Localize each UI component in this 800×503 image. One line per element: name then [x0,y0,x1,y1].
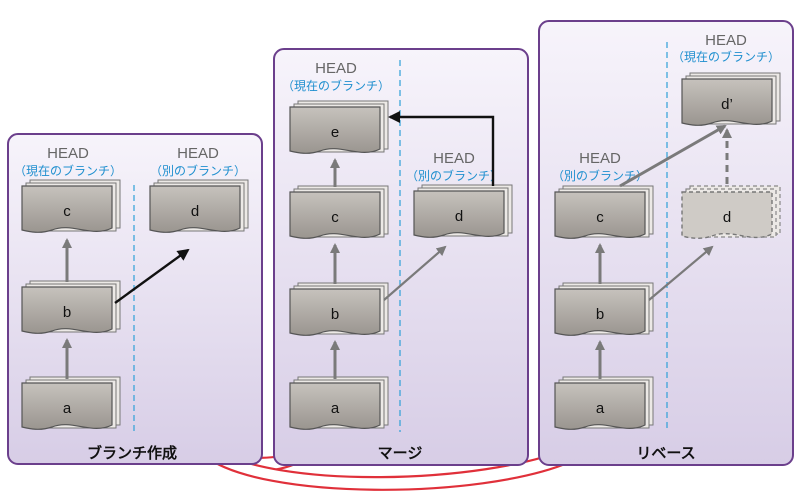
head-label: HEAD [177,145,219,162]
commit-label: c [331,209,339,226]
commit-d-prime: d’ [681,72,781,126]
commit-c: c [21,179,121,233]
rebased-parent-arrow [619,124,727,188]
commit-c: c [289,185,389,239]
commit-label: e [331,124,339,141]
head-label: HEAD [705,32,747,49]
parent-arrow [383,245,447,301]
head-label: HEAD [47,145,89,162]
commit-a: a [289,376,389,430]
parent-arrow [648,245,714,301]
panel-merge: HEAD （現在のブランチ） HEAD （別のブランチ） e c d b [273,48,529,466]
commit-label: a [596,400,605,417]
commit-label: b [596,306,604,323]
branch-sub-label: （別のブランチ） [552,168,648,183]
commit-label: a [63,400,72,417]
commit-label: c [596,209,604,226]
panel-rebase: HEAD （別のブランチ） HEAD （現在のブランチ） d’ c d b [538,20,794,466]
merge-arrow [388,111,495,186]
commit-d-ghost: d [681,185,781,239]
commit-label: d [723,209,731,226]
branch-sub-label: （別のブランチ） [406,168,502,183]
commit-label: d [455,208,463,225]
commit-label: c [63,203,71,220]
branch-sub-label: （現在のブランチ） [672,49,780,64]
branch-sub-label: （現在のブランチ） [282,78,390,93]
commit-label: b [63,304,71,321]
panel-caption: マージ [378,445,423,462]
commit-label: a [331,400,340,417]
panel-caption: ブランチ作成 [87,444,177,462]
head-label: HEAD [433,150,475,167]
panel-caption: リベース [636,445,695,462]
head-label: HEAD [315,60,357,77]
commit-label: d [191,203,199,220]
branch-sub-label: （別のブランチ） [150,163,246,178]
commit-e: e [289,100,389,154]
panel-branch-create: HEAD （現在のブランチ） HEAD （別のブランチ） c d b a [7,133,263,465]
commit-label: b [331,306,339,323]
commit-c: c [554,185,654,239]
head-label: HEAD [579,150,621,167]
commit-label: d’ [721,96,733,113]
commit-a: a [554,376,654,430]
commit-d: d [413,184,513,238]
commit-b: b [554,282,654,336]
branch-sub-label: （現在のブランチ） [14,163,122,178]
panel-frame [273,48,529,466]
commit-b: b [289,282,389,336]
commit-b: b [21,280,121,334]
branch-arrow [114,248,190,304]
commit-d: d [149,179,249,233]
commit-a: a [21,376,121,430]
